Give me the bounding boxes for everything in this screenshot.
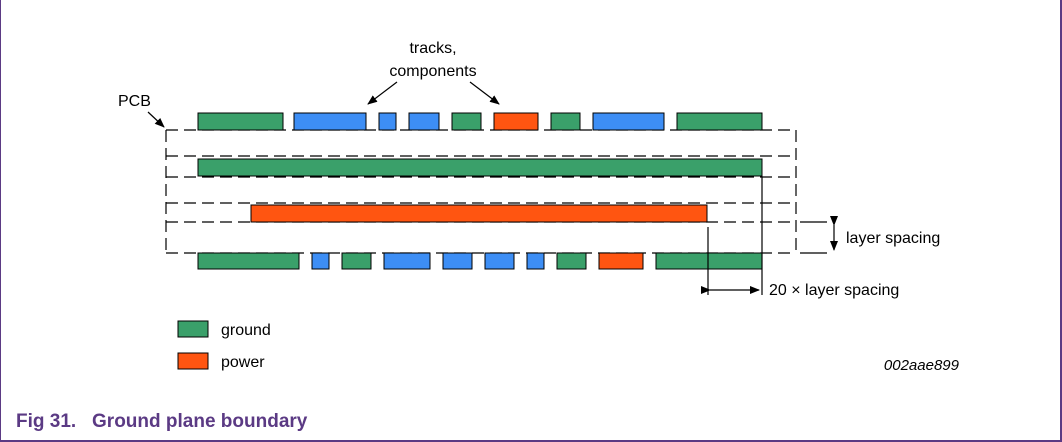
label-pcb: PCB	[118, 93, 151, 110]
top-ground-track	[197, 112, 284, 131]
figure-code: 002aae899	[884, 357, 960, 374]
label-tracks: tracks,	[409, 40, 456, 57]
top-signal-track	[408, 112, 440, 131]
tracks-leader-arrow-right	[469, 81, 500, 105]
ground-plane	[197, 158, 763, 177]
label-components: components	[389, 63, 476, 80]
bottom-signal-track	[442, 252, 473, 270]
top-ground-track	[451, 112, 482, 131]
legend-power-swatch	[177, 352, 209, 370]
tracks-leader-arrow-left	[367, 81, 398, 105]
bottom-signal-track	[311, 252, 330, 270]
legend-ground-swatch	[177, 320, 209, 338]
bottom-ground-track	[556, 252, 587, 270]
top-ground-track	[676, 112, 763, 131]
legend: ground power	[177, 320, 271, 371]
top-signal-track	[378, 112, 397, 131]
bottom-ground-track	[341, 252, 372, 270]
top-ground-track	[550, 112, 581, 131]
bottom-ground-track	[655, 252, 763, 270]
bottom-signal-track	[383, 252, 431, 270]
power-plane	[250, 204, 708, 223]
label-layer-spacing: layer spacing	[846, 230, 940, 247]
top-signal-track	[293, 112, 367, 131]
bottom-power-track	[598, 252, 644, 270]
legend-ground-label: ground	[221, 322, 271, 339]
label-boundary: 20 × layer spacing	[769, 282, 899, 299]
top-signal-track	[592, 112, 665, 131]
legend-power-label: power	[221, 354, 265, 371]
bottom-track-layer	[197, 252, 763, 270]
top-power-track	[493, 112, 539, 131]
bottom-ground-track	[197, 252, 300, 270]
top-track-layer	[197, 112, 763, 131]
figure-caption: Fig 31. Ground plane boundary	[16, 411, 308, 432]
bottom-signal-track	[526, 252, 545, 270]
pcb-outline	[165, 129, 797, 254]
bottom-signal-track	[484, 252, 515, 270]
pcb-leader-arrow	[147, 111, 165, 128]
